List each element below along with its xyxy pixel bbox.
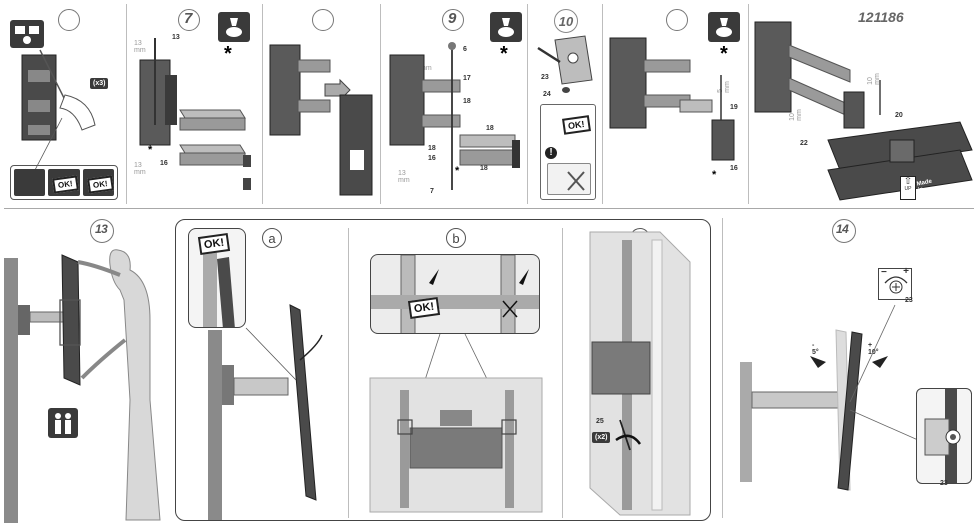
- part-label-18: 18: [463, 98, 471, 105]
- part-label-23: 23: [905, 297, 913, 304]
- step-7-circle: [178, 9, 200, 31]
- divider: [748, 4, 749, 204]
- part-label-25: 25: [596, 418, 604, 425]
- substep-a-label: a: [262, 228, 282, 248]
- part-label-16: 16: [428, 155, 436, 162]
- up-label: UP: [904, 186, 912, 192]
- plus-sign: +: [903, 266, 909, 277]
- extended-arm-drawing: [609, 37, 735, 161]
- part-label-7: 7: [430, 188, 434, 195]
- asterisk-icon: *: [500, 43, 508, 65]
- arm-assembly-drawing: [139, 38, 251, 190]
- part-label-19: 19: [730, 104, 738, 111]
- part-label-17: 17: [463, 75, 471, 82]
- screwdriver-options: OK! OK!: [10, 165, 118, 200]
- divider: [722, 218, 723, 518]
- step-8-circle: [312, 9, 334, 31]
- step-13-number: 13: [95, 222, 108, 236]
- part-label-23: 23: [541, 74, 549, 81]
- tilt-adjust-icon: − +: [878, 266, 912, 300]
- two-persons-icon: [48, 408, 78, 438]
- part-label-16: 16: [160, 160, 168, 167]
- part-label-6: 6: [463, 46, 467, 53]
- drill-wall-icon: [10, 20, 44, 48]
- minus-sign: −: [881, 267, 887, 278]
- up-arrow-icon: ⇧UP: [900, 176, 916, 200]
- divider: [348, 228, 349, 518]
- step-9-circle: [442, 9, 464, 31]
- slot-detail-callout: OK!: [370, 254, 540, 334]
- divider: [262, 4, 263, 204]
- hang-tv-drawing: [208, 304, 323, 520]
- detail-frame: [175, 219, 711, 521]
- person-mounting-tv-drawing: [4, 249, 161, 523]
- quantity-badge: (x2): [592, 432, 611, 443]
- asterisk-icon: *: [712, 169, 717, 181]
- step-14-circle: [832, 219, 856, 243]
- part-label-13: 13: [172, 34, 180, 41]
- step-6-circle: [58, 9, 80, 31]
- bracket-drawing: [537, 35, 593, 93]
- safety-screw-drawing: [589, 231, 691, 516]
- asterisk-icon: *: [720, 43, 728, 65]
- divider: [126, 4, 127, 204]
- pivot-assembly-drawing: [389, 42, 520, 190]
- asterisk-icon: *: [224, 43, 232, 65]
- asterisk-icon: *: [455, 165, 460, 177]
- asterisk-icon: *: [148, 144, 153, 156]
- tv-back-view-drawing: [369, 333, 543, 513]
- step-14-number: 14: [836, 222, 849, 236]
- wrong-position-icon: [547, 163, 591, 195]
- divider: [527, 4, 528, 204]
- wall-plate-drawing: [21, 49, 96, 171]
- tilt-detail-callout: [916, 388, 972, 484]
- step-13-circle: [90, 219, 114, 243]
- part-label-18: 18: [480, 165, 488, 172]
- horizontal-divider: [4, 208, 974, 209]
- step-7-number: 7: [184, 10, 192, 27]
- part-label-24: 24: [543, 91, 551, 98]
- wrench-icon: [218, 12, 250, 42]
- part-label-22: 22: [800, 140, 808, 147]
- part-label-20: 20: [895, 112, 903, 119]
- divider: [380, 4, 381, 204]
- wrench-icon: [708, 12, 740, 42]
- divider: [602, 4, 603, 204]
- product-code: 121186: [858, 9, 904, 25]
- drill-icon: [14, 169, 46, 196]
- part-label-16: 16: [730, 165, 738, 172]
- part-label-18: 18: [428, 145, 436, 152]
- arm-insert-drawing: [269, 44, 373, 196]
- substep-b-label: b: [446, 228, 466, 248]
- part-label-23: 23: [940, 480, 948, 487]
- check-box: OK! !: [540, 104, 596, 200]
- divider: [562, 228, 563, 518]
- part-label-18: 18: [486, 125, 494, 132]
- tilt-minus-label: - 5°: [812, 342, 819, 356]
- step-10-number: 10: [554, 9, 578, 33]
- wrench-icon: [490, 12, 522, 42]
- step-9-number: 9: [448, 10, 456, 27]
- hook-detail-callout: OK!: [188, 228, 246, 328]
- tool-size-label: 13 mm: [398, 170, 410, 184]
- step-11-circle: [666, 9, 688, 31]
- tool-size-label: 13 mm: [134, 40, 146, 54]
- quantity-badge: (x3): [90, 78, 109, 89]
- warning-icon: !: [545, 147, 557, 159]
- tv-plate-attach-drawing: [754, 21, 973, 201]
- tool-size-label: 13 mm: [134, 162, 146, 176]
- screwdriver-ok-icon: OK!: [82, 169, 114, 196]
- screwdriver-ok-icon: OK!: [48, 169, 80, 196]
